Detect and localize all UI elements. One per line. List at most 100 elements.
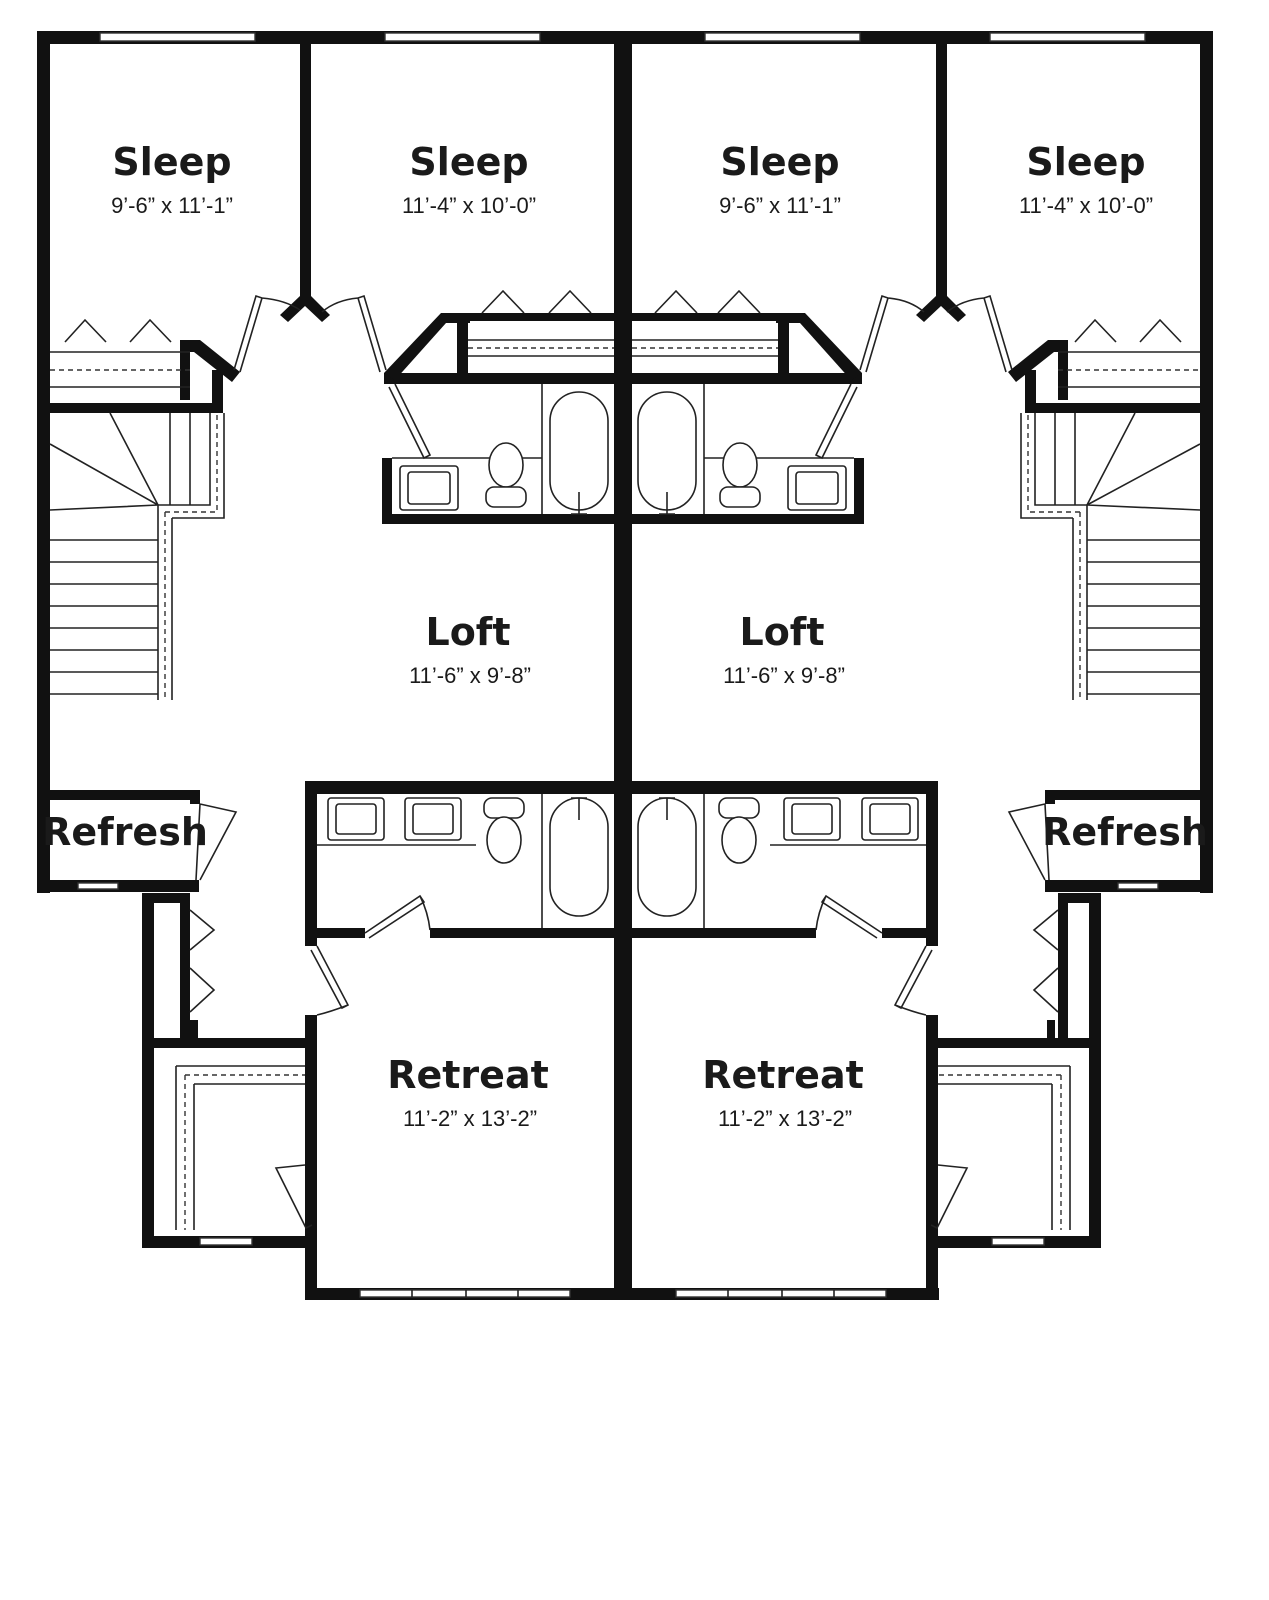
wall-lower-right-closet-b <box>1047 1020 1055 1040</box>
door-swing <box>893 945 933 1016</box>
wall-bath-lower-right <box>926 781 938 946</box>
window <box>77 882 119 890</box>
toilet-bowl <box>488 442 524 488</box>
wall-lower-right-wing-right <box>1089 893 1101 1248</box>
toilet-tank <box>485 486 527 508</box>
door-swing <box>274 1164 313 1230</box>
stairs <box>49 412 1201 700</box>
wall-bath-upper-bottom <box>382 514 864 524</box>
toilet-bowl <box>721 816 757 864</box>
room-name-sleep-3: Sleep <box>720 140 839 184</box>
room-name-retreat-right: Retreat <box>702 1053 864 1097</box>
sink-basin <box>869 803 911 835</box>
window <box>989 32 1146 42</box>
walls <box>37 31 1213 1300</box>
wall-lower-left-closet-b <box>190 1020 198 1040</box>
stair-rail <box>157 413 225 700</box>
stair-treads <box>50 539 158 695</box>
faucet <box>571 492 675 515</box>
wall-retreat-left-side <box>305 1015 317 1300</box>
wall-closet-left-bottom <box>37 403 223 413</box>
wall-lower-left-wing-top <box>142 893 182 903</box>
wall-bath-top-right <box>614 373 862 384</box>
closet-shelf <box>175 1065 305 1230</box>
window <box>359 1289 571 1298</box>
toilet-bowl <box>486 816 522 864</box>
doors <box>64 289 1182 1230</box>
window <box>675 1289 887 1298</box>
wall-center <box>614 31 632 1299</box>
wall-retreat-right-side <box>926 1015 938 1300</box>
door-swing <box>321 294 387 373</box>
wall-refresh-right-side <box>1045 790 1055 804</box>
room-labels: Sleep 9’-6” x 11’-1” Sleep 11’-4” x 10’-… <box>42 140 1208 1131</box>
door-swing <box>859 294 925 373</box>
windows <box>77 32 1159 1298</box>
wall-lower-right-closet <box>1058 893 1068 1038</box>
wall-lower-left-wing-left <box>142 893 154 1248</box>
wall-closet-center-right <box>778 313 789 377</box>
wall-sleep-divider-left <box>300 31 311 296</box>
room-dim-sleep-4: 11’-4” x 10’-0” <box>1019 193 1153 218</box>
wall-lower-left-closet <box>180 893 190 1038</box>
bifold-door <box>189 909 216 1013</box>
sink-basin <box>795 471 839 505</box>
room-name-retreat-left: Retreat <box>387 1053 549 1097</box>
wall-bath-lower-bottom-r <box>632 928 816 938</box>
door-swing <box>195 803 238 881</box>
wall-closet-right-bottom <box>1025 403 1213 413</box>
door-swing <box>364 894 431 939</box>
room-name-loft-right: Loft <box>739 610 824 654</box>
door-swing <box>814 383 858 460</box>
room-dim-retreat-left: 11’-2” x 13’-2” <box>403 1106 537 1131</box>
room-name-refresh-left: Refresh <box>42 810 208 854</box>
wall-refresh-left-top <box>37 790 199 800</box>
wall-bath-lower-bottom-rr <box>882 928 938 938</box>
sink-basin <box>412 803 454 835</box>
wall-bath-lower-bottom-ll <box>305 928 365 938</box>
wall-notch-left <box>280 296 330 322</box>
toilet-tank <box>483 797 525 819</box>
wall-lower-right-divider <box>926 1038 1101 1048</box>
window <box>384 32 541 42</box>
wall-left-outer <box>37 31 50 893</box>
stair-winders <box>1054 412 1201 511</box>
stair-rail <box>1027 413 1081 700</box>
sink-basin <box>791 803 833 835</box>
wall-closet-right-angle <box>1008 340 1068 382</box>
door-swing <box>815 894 883 939</box>
room-dim-sleep-1: 9’-6” x 11’-1” <box>111 193 233 218</box>
stair-rail <box>164 413 218 700</box>
wall-right-outer <box>1200 31 1213 893</box>
closet-shelf <box>50 351 190 388</box>
door-swing <box>946 294 1013 373</box>
sink-basin <box>335 803 377 835</box>
bifold-door <box>481 289 592 314</box>
room-dim-sleep-3: 9’-6” x 11’-1” <box>719 193 841 218</box>
closet-shelf <box>468 339 778 357</box>
wall-closet-center-top-left <box>457 313 614 321</box>
room-dim-sleep-2: 11’-4” x 10’-0” <box>402 193 536 218</box>
window-mullions <box>411 1290 835 1297</box>
wall-sleep-divider-right <box>936 31 947 296</box>
room-name-sleep-4: Sleep <box>1026 140 1145 184</box>
wall-bath-angle-left <box>384 313 470 380</box>
toilet-bowl <box>722 442 758 488</box>
window <box>99 32 256 42</box>
wall-bath-top-left <box>384 373 632 384</box>
bifold-door <box>654 289 761 314</box>
wall-refresh-right-top <box>1045 790 1213 800</box>
room-name-sleep-1: Sleep <box>112 140 231 184</box>
wall-closet-center-left <box>457 313 468 377</box>
room-dim-loft-right: 11’-6” x 9’-8” <box>723 663 845 688</box>
stair-rail <box>1020 413 1088 700</box>
stair-treads <box>1087 539 1200 695</box>
closet-shelf <box>1058 351 1200 388</box>
wall-bath-upper-right-side <box>854 458 864 524</box>
door-swing <box>1007 803 1050 881</box>
wall-closet-left-angle <box>180 340 240 382</box>
window <box>991 1237 1045 1246</box>
wall-closet-center-top-right <box>632 313 789 321</box>
window <box>704 32 861 42</box>
